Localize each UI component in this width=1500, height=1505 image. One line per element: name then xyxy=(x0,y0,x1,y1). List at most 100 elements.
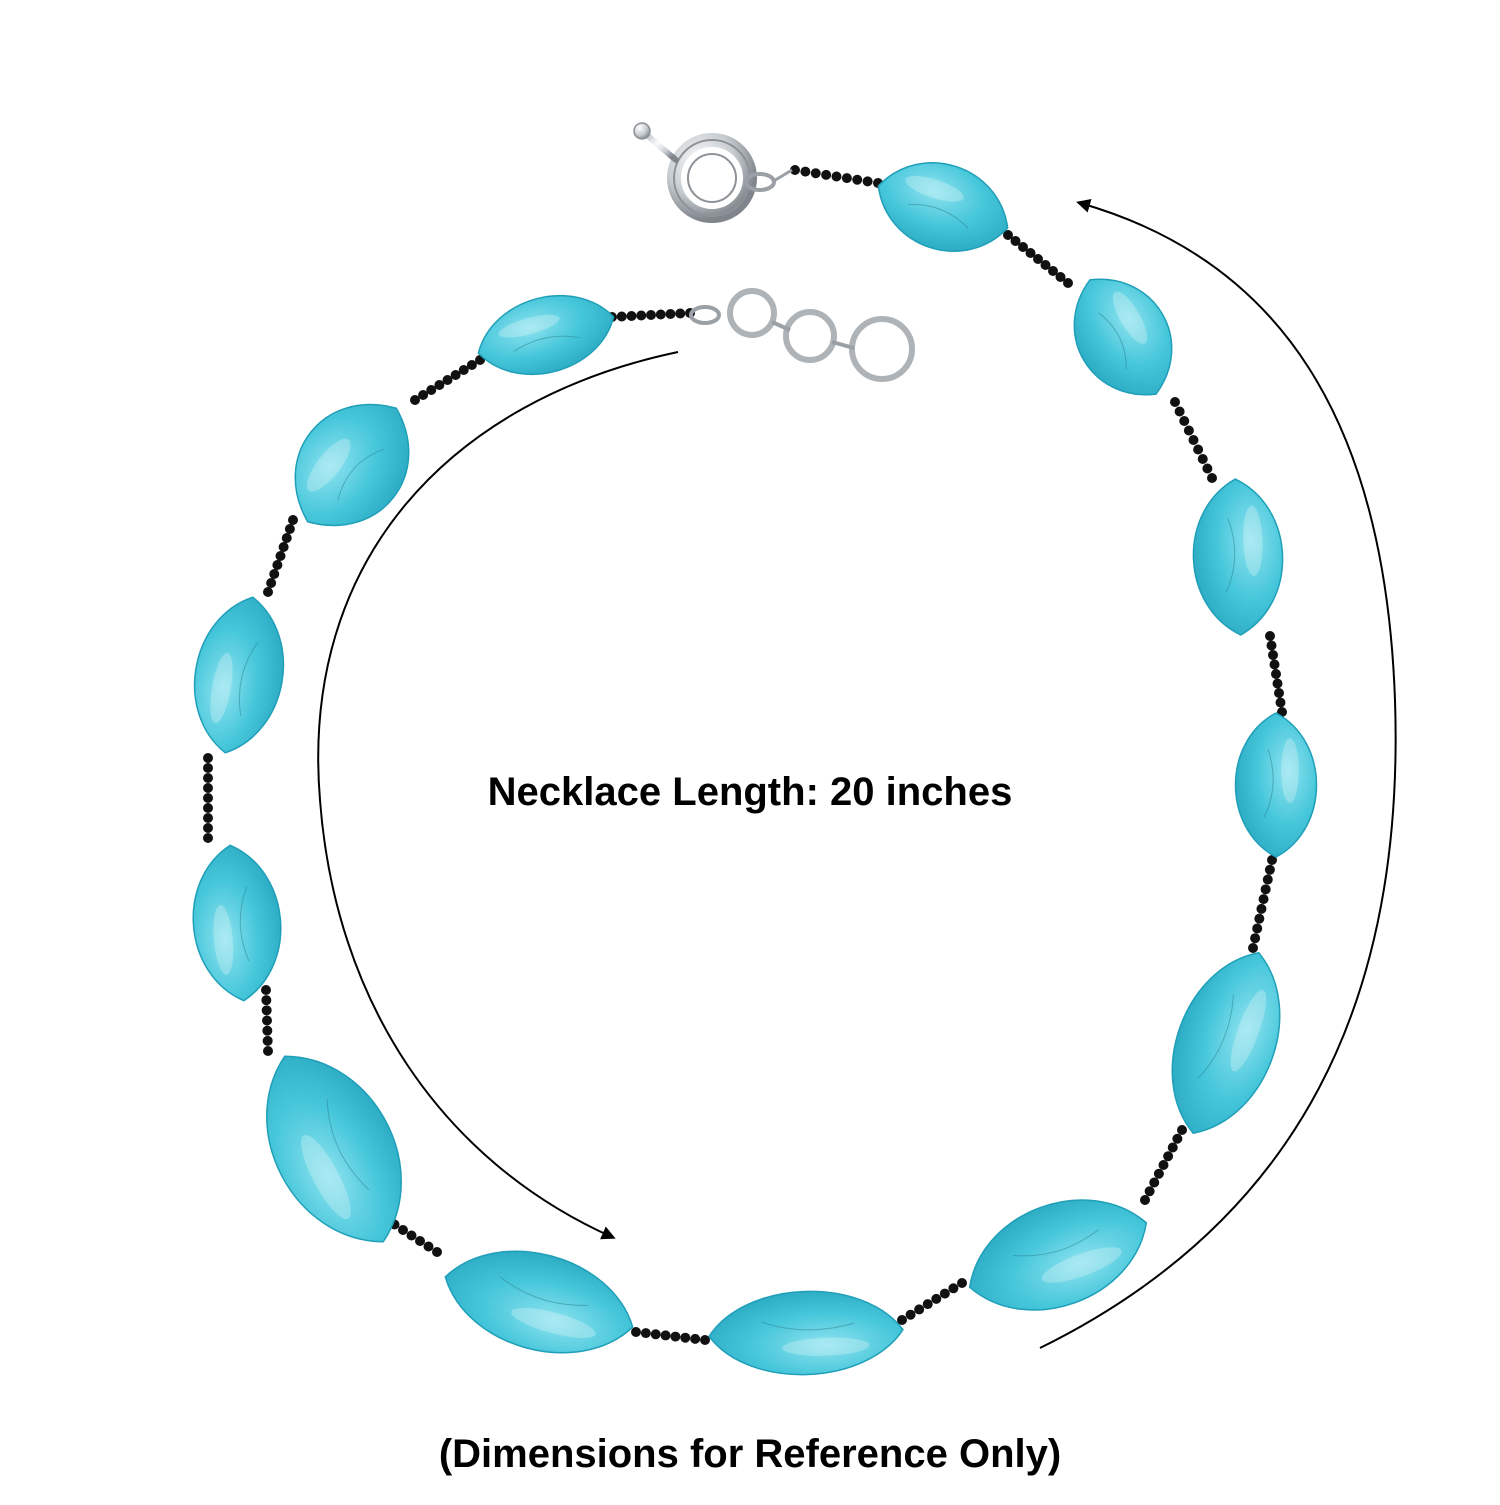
spinel-bead xyxy=(931,1293,942,1304)
spinel-bead xyxy=(203,803,213,813)
spinel-bead xyxy=(203,763,213,773)
spinel-bead xyxy=(655,309,666,320)
spinel-bead xyxy=(1010,236,1021,246)
turquoise-bead xyxy=(294,403,410,527)
spinel-bead xyxy=(406,1230,417,1241)
spinel-bead xyxy=(263,587,273,597)
spinel-bead xyxy=(1170,397,1180,407)
spinel-bead xyxy=(261,985,271,995)
spinel-bead xyxy=(263,1046,273,1056)
spinel-bead xyxy=(1258,894,1269,905)
spinel-bead xyxy=(450,370,461,380)
black-spinel-spacers xyxy=(203,165,1287,1345)
spinel-bead xyxy=(690,1333,701,1344)
spinel-bead xyxy=(1140,1195,1150,1205)
spinel-bead xyxy=(852,174,863,185)
spinel-bead xyxy=(862,176,873,187)
spinel-bead xyxy=(1202,463,1213,474)
spinel-bead xyxy=(821,169,832,180)
spinel-bead xyxy=(203,833,213,843)
spinel-bead xyxy=(1003,230,1013,240)
spinel-bead xyxy=(261,995,272,1006)
spinel-bead xyxy=(266,578,277,588)
spinel-bead xyxy=(1250,933,1261,944)
spinel-bead xyxy=(1269,659,1280,670)
spinel-bead xyxy=(284,524,295,534)
spinel-bead xyxy=(203,753,213,763)
turquoise-bead xyxy=(1073,278,1173,396)
spinel-bead xyxy=(272,560,283,570)
spinel-bead xyxy=(426,385,437,395)
spinel-bead xyxy=(1167,1142,1178,1153)
dimensions-disclaimer: (Dimensions for Reference Only) xyxy=(438,1432,1062,1476)
spinel-bead xyxy=(203,783,213,793)
spinel-bead xyxy=(1265,631,1275,641)
spinel-bead xyxy=(640,1328,651,1339)
inner-measure-arrow xyxy=(317,351,679,1240)
spinel-bead xyxy=(1025,248,1036,258)
spinel-bead xyxy=(278,542,289,552)
spinel-bead xyxy=(631,1327,641,1337)
spinel-bead xyxy=(1271,669,1281,679)
spinel-bead xyxy=(275,551,286,561)
spinel-bead xyxy=(1260,884,1271,895)
turquoise-bead xyxy=(1192,478,1284,636)
spinel-bead xyxy=(1055,272,1066,282)
spinel-bead xyxy=(262,1015,272,1026)
spinel-bead xyxy=(1179,416,1190,426)
spinel-bead xyxy=(1252,923,1263,934)
spinel-bead xyxy=(1033,254,1043,264)
spinel-bead xyxy=(800,166,811,177)
spinel-bead xyxy=(1262,874,1273,885)
spinel-bead xyxy=(1267,855,1277,865)
spinel-bead xyxy=(660,1330,671,1341)
spinel-bead xyxy=(1248,943,1258,953)
spinel-bead xyxy=(675,308,686,319)
spinel-bead xyxy=(670,1331,681,1342)
spinel-bead xyxy=(1207,473,1217,483)
spinel-bead xyxy=(442,375,453,385)
spinel-bead xyxy=(650,1329,661,1340)
spinel-bead xyxy=(1275,697,1286,708)
spinel-bead xyxy=(626,311,637,321)
turquoise-bead xyxy=(708,1290,904,1376)
spinel-bead xyxy=(897,1315,907,1325)
spinel-bead xyxy=(1177,1125,1187,1135)
spinel-bead xyxy=(841,173,852,184)
spinel-bead xyxy=(922,1299,933,1310)
spinel-bead xyxy=(1158,1160,1169,1170)
spinel-bead xyxy=(281,533,292,543)
spinel-bead xyxy=(269,569,280,579)
necklace-length-label: Necklace Length: 20 inches xyxy=(487,770,1013,814)
spinel-bead xyxy=(203,823,213,833)
spinel-bead xyxy=(262,1035,273,1046)
spinel-bead xyxy=(415,1236,425,1246)
spinel-bead xyxy=(1188,435,1199,445)
spinel-bead xyxy=(1193,444,1204,455)
spinel-bead xyxy=(1149,1177,1160,1188)
spinel-bead xyxy=(1274,688,1284,698)
spinel-bead xyxy=(810,168,821,179)
spinel-bead xyxy=(665,309,676,319)
turquoise-bead xyxy=(1234,712,1318,858)
spinel-bead xyxy=(434,380,445,390)
turquoise-bead xyxy=(192,844,282,1002)
spinel-bead xyxy=(261,1005,272,1016)
spinel-bead xyxy=(914,1304,925,1315)
spinel-bead xyxy=(288,515,298,525)
spinel-bead xyxy=(939,1288,950,1299)
spring-ring-clasp xyxy=(633,122,793,223)
spinel-bead xyxy=(1048,266,1058,276)
spinel-bead xyxy=(1183,425,1194,436)
spinel-bead xyxy=(1264,864,1275,875)
spinel-bead xyxy=(1040,260,1051,270)
spinel-bead xyxy=(1163,1151,1174,1162)
spinel-bead xyxy=(410,395,420,405)
spinel-bead xyxy=(1268,650,1278,660)
spinel-bead xyxy=(680,1332,691,1343)
spinel-bead xyxy=(418,390,429,400)
turquoise-bead xyxy=(193,596,285,754)
spinel-bead xyxy=(203,773,213,783)
spinel-bead xyxy=(458,365,469,375)
